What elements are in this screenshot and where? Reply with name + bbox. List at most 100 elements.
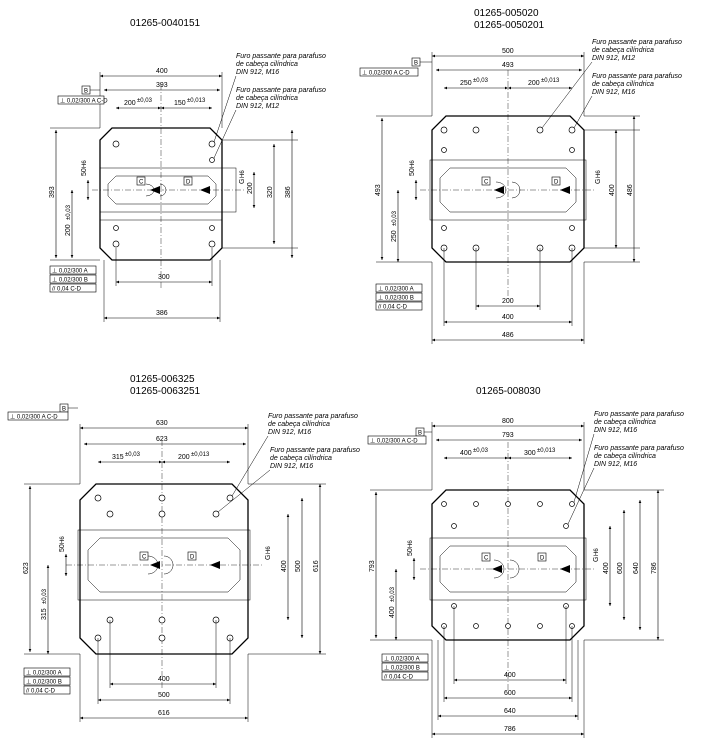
dim-offset-left: 315 (112, 454, 124, 461)
tolerance-cd: // 0,04 C-D (378, 305, 408, 311)
bolt-hole (441, 501, 447, 507)
dim-thread: G (239, 179, 246, 184)
dim-bottom-2: 400 (502, 314, 514, 321)
dim-right-2: 320 (267, 186, 274, 198)
drawing-01265-008030: 01265-008030 C D 800 793 400 ±0,03 (367, 386, 684, 738)
note-hole-2-line2: de cabeça cilíndrica (270, 455, 332, 462)
datum-c-label: C (139, 180, 144, 186)
bolt-hole (563, 523, 569, 529)
dim-right-4: 786 (651, 562, 658, 574)
dim-right-1: 400 (281, 560, 288, 572)
dim-height-lower-tol: ±0,03 (42, 588, 48, 604)
dim-bottom-2: 386 (156, 310, 168, 317)
datum-c-label: C (484, 180, 489, 186)
bolt-hole (212, 510, 220, 518)
note-hole-1-line3: DIN 912, M16 (236, 69, 279, 76)
bolt-hole (94, 494, 102, 502)
dim-top-width-2: 793 (502, 432, 514, 439)
tolerance-a: ⊥ 0,02/300 A (378, 286, 414, 293)
dim-right-1: 200 (247, 182, 254, 194)
note-hole-1-line3: DIN 912, M16 (594, 427, 637, 434)
tolerance-b: ⊥ 0,02/300 B (26, 679, 62, 686)
bolt-hole (158, 616, 166, 624)
tolerance-a: ⊥ 0,02/300 A (52, 268, 88, 275)
tolerance-a: ⊥ 0,02/300 A (384, 656, 420, 663)
part-number: 01265-006325 (130, 374, 195, 385)
dim-slot: 50 (407, 548, 414, 556)
dim-height-total: 393 (49, 186, 56, 198)
datum-b-label: B (62, 407, 66, 413)
tolerance-b: ⊥ 0,02/300 B (384, 665, 420, 672)
bolt-hole (158, 634, 166, 642)
note-hole-1-line3: DIN 912, M12 (592, 55, 635, 62)
dim-right-1: 400 (603, 562, 610, 574)
part-number: 01265-008030 (476, 386, 541, 397)
slot-outline (107, 175, 217, 205)
bolt-hole (473, 501, 479, 507)
plate-outline (79, 483, 249, 655)
note-hole-2-line1: Furo passante para parafuso (236, 87, 326, 94)
bolt-hole (158, 510, 166, 518)
dim-slot-tol: H6 (408, 540, 414, 548)
dim-right-2: 500 (295, 560, 302, 572)
dim-top-width: 400 (156, 68, 168, 75)
dim-thread: G (595, 179, 602, 184)
note-hole-2-line3: DIN 912, M16 (270, 463, 313, 470)
dim-right-2: 600 (617, 562, 624, 574)
tolerance-top: ⊥ 0,02/300 A C-D (362, 70, 410, 77)
slot-outline (87, 537, 241, 593)
dim-offset-left-tol: ±0,03 (137, 98, 153, 104)
bolt-hole (113, 225, 119, 231)
bolt-hole (569, 147, 575, 153)
dim-top-width-2: 493 (502, 62, 514, 69)
dim-top-width: 630 (156, 420, 168, 427)
dim-slot-tol: H6 (82, 160, 88, 168)
dim-right-2: 486 (627, 184, 634, 196)
datum-d-label: D (554, 180, 559, 186)
dim-bottom-1: 400 (158, 676, 170, 683)
bolt-hole (536, 126, 544, 134)
dim-height-lower: 200 (65, 224, 72, 236)
bolt-hole (537, 623, 543, 629)
note-hole-1-line2: de cabeça cilíndrica (236, 61, 298, 68)
dim-offset-right: 200 (528, 80, 540, 87)
note-hole-2-line1: Furo passante para parafuso (594, 445, 684, 452)
note-hole-1-line3: DIN 912, M16 (268, 429, 311, 436)
dim-height-lower-tol: ±0,03 (66, 204, 72, 220)
bolt-hole (440, 126, 448, 134)
dim-height-total: 793 (369, 560, 376, 572)
note-hole-1-line2: de cabeça cilíndrica (268, 421, 330, 428)
note-hole-2-line3: DIN 912, M16 (592, 89, 635, 96)
bolt-hole (451, 523, 457, 529)
dim-thread: G (593, 557, 600, 562)
note-hole-1-line1: Furo passante para parafuso (268, 413, 358, 420)
dim-height-total: 493 (375, 184, 382, 196)
dim-top-width: 500 (502, 48, 514, 55)
datum-b-label: B (84, 89, 88, 95)
part-number-2: 01265-0050201 (474, 20, 545, 31)
datum-b-label: B (414, 61, 418, 67)
bolt-hole (505, 501, 511, 507)
dim-offset-right: 200 (178, 454, 190, 461)
dim-bottom-1: 300 (158, 274, 170, 281)
tolerance-top: ⊥ 0,02/300 A C-D (370, 438, 418, 445)
tolerance-top: ⊥ 0,02/300 A C-D (10, 414, 58, 421)
bolt-hole (569, 501, 575, 507)
bolt-hole (158, 494, 166, 502)
dim-bottom-1: 200 (502, 298, 514, 305)
dim-slot-tol: H6 (60, 536, 66, 544)
part-number: 01265-005020 (474, 8, 539, 19)
dim-offset-right-tol: ±0,013 (541, 78, 560, 84)
datum-c-label: C (484, 556, 489, 562)
tolerance-b: ⊥ 0,02/300 B (52, 277, 88, 284)
datum-d-label: D (186, 180, 191, 186)
bolt-hole (441, 147, 447, 153)
dim-offset-right: 150 (174, 100, 186, 107)
dim-height-lower-tol: ±0,03 (390, 586, 396, 602)
note-hole-1-line2: de cabeça cilíndrica (592, 47, 654, 54)
dim-bottom-3: 616 (158, 710, 170, 717)
tolerance-a: ⊥ 0,02/300 A (26, 670, 62, 677)
plate-outline (431, 489, 585, 641)
bolt-hole (112, 240, 120, 248)
